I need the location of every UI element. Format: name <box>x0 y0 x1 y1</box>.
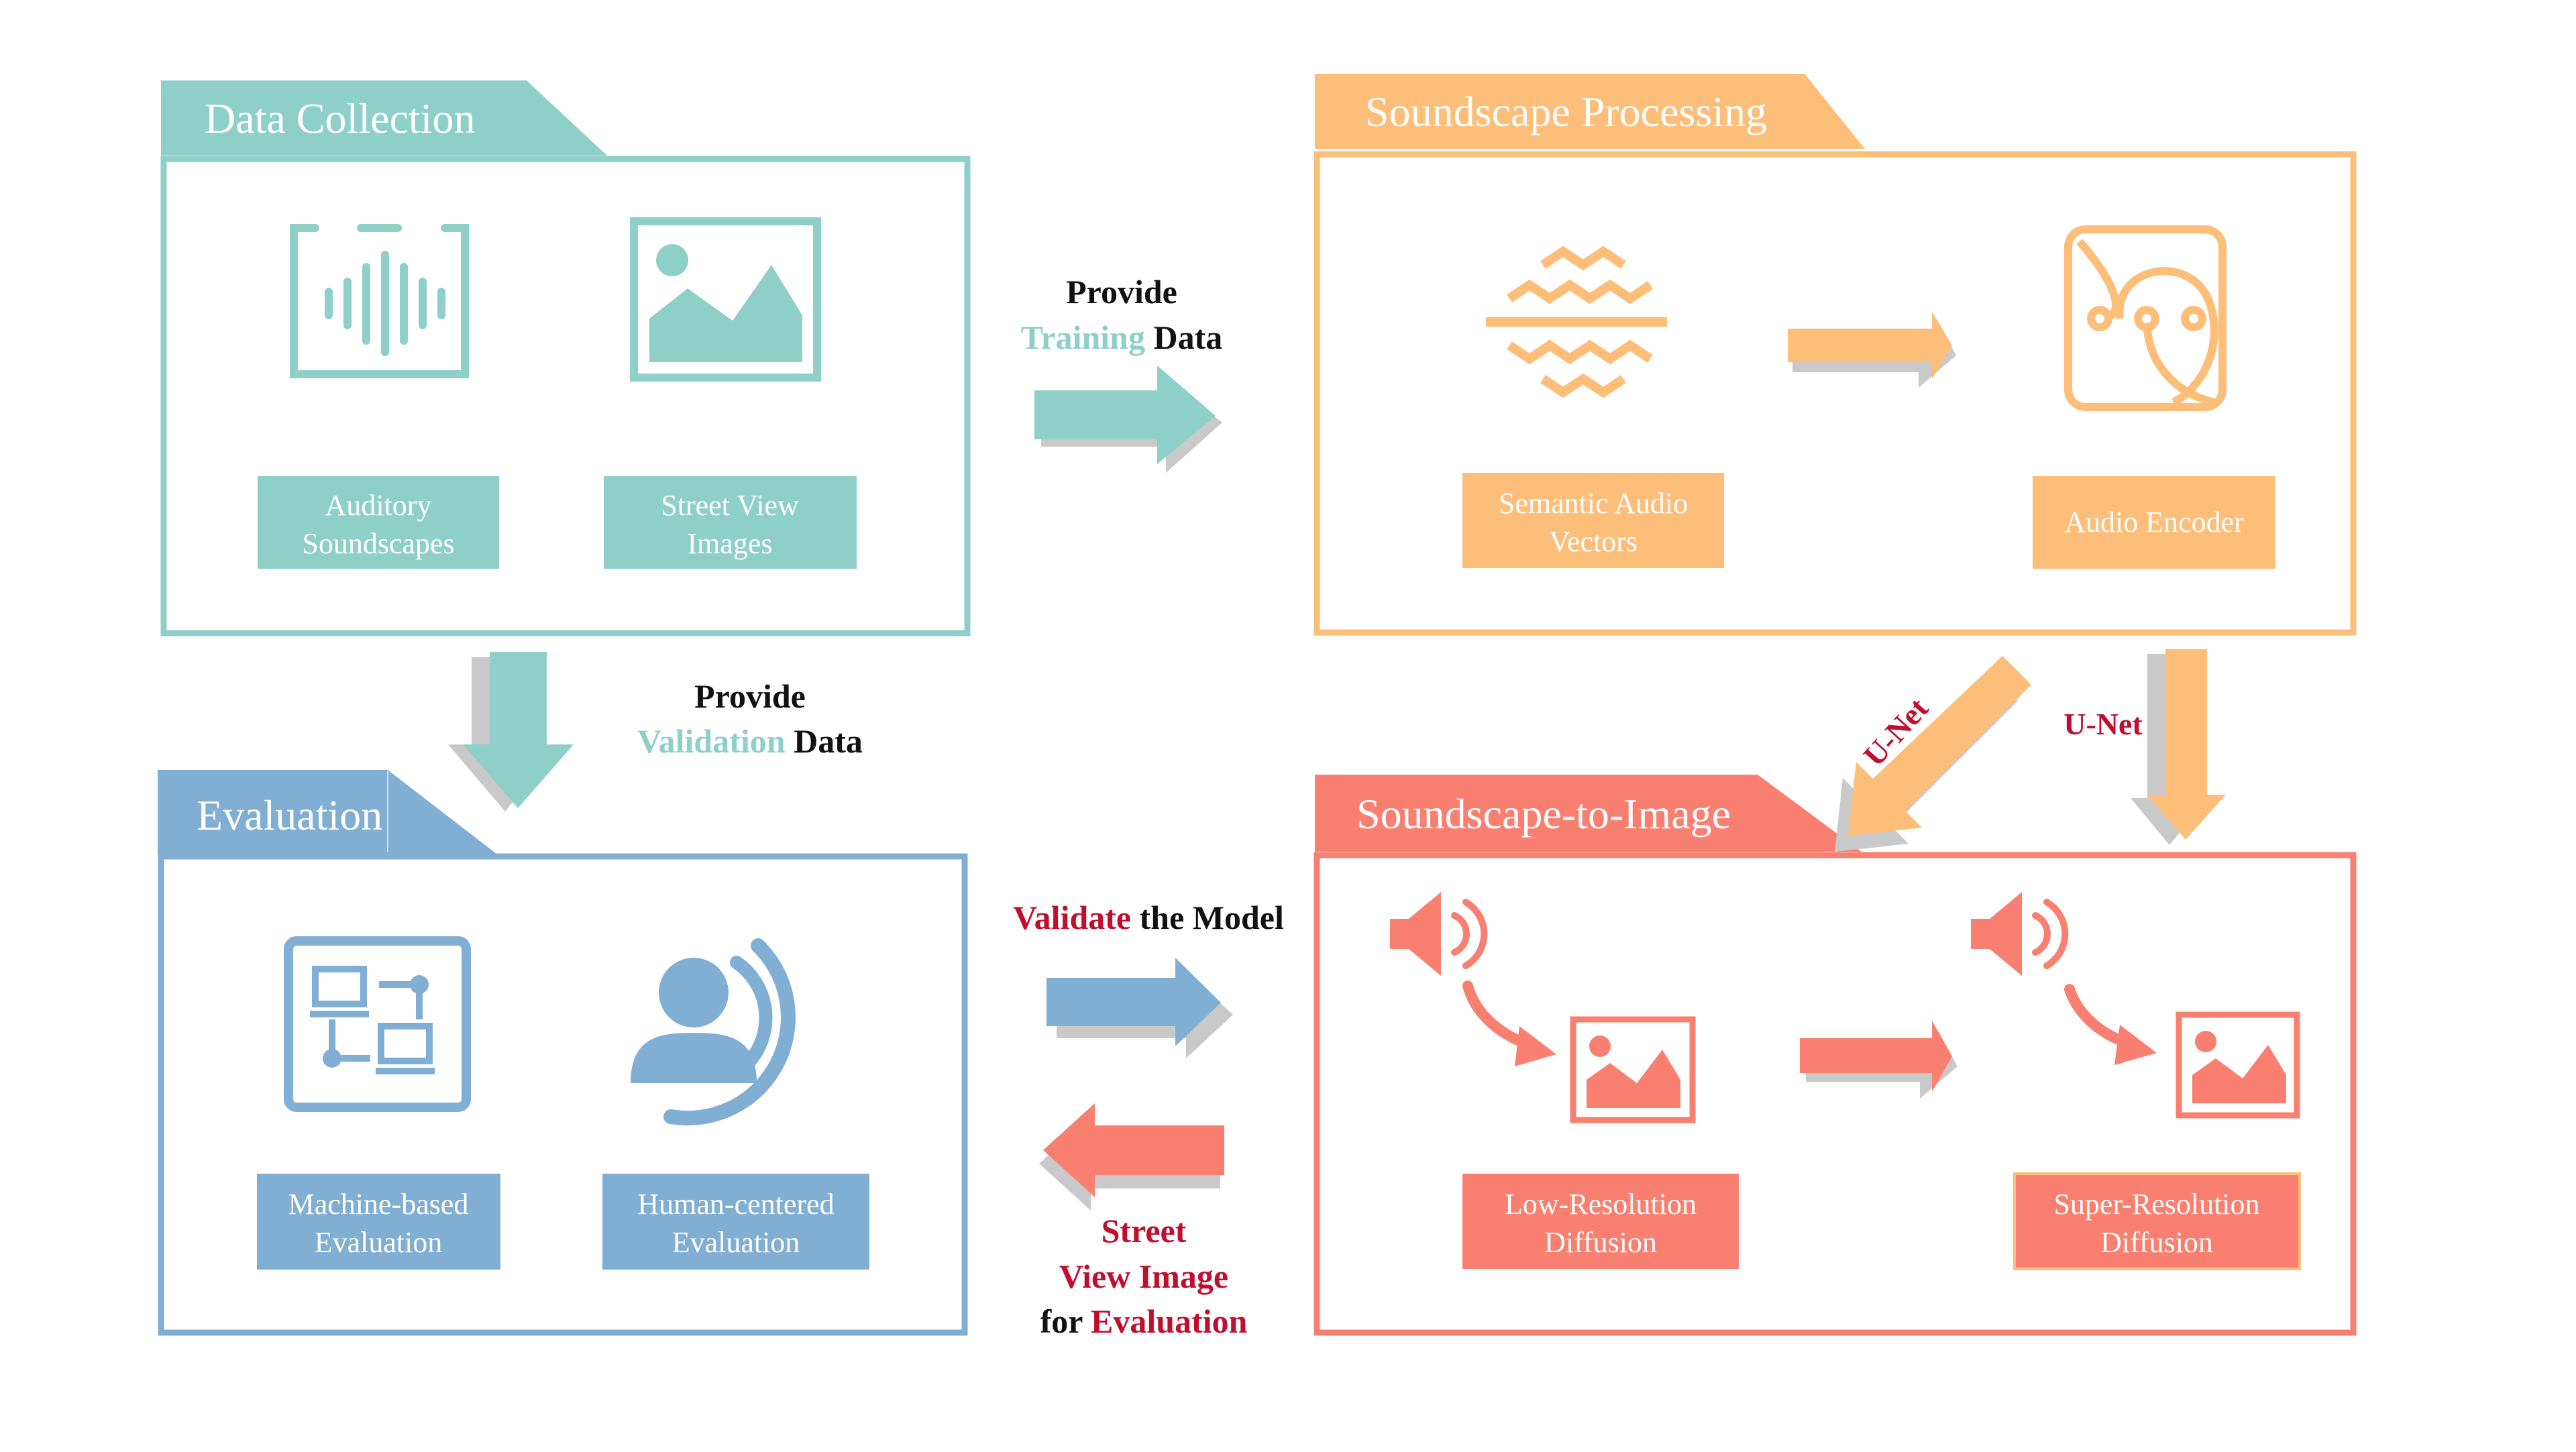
connector-return-plain: for <box>1040 1302 1091 1340</box>
connector-validation-line2: Validation Data <box>637 722 863 760</box>
signal-waves-icon <box>1486 245 1667 398</box>
arrow-unet-vertical <box>2131 649 2226 845</box>
image-icon <box>630 217 821 382</box>
neural-network-icon <box>2064 225 2226 411</box>
connector-return-line3: for Evaluation <box>1040 1302 1248 1340</box>
label-street-view-line1: Street View <box>661 489 799 522</box>
label-super-res-line2: Diffusion <box>2100 1226 2213 1259</box>
panel-tab <box>1315 775 1862 852</box>
connector-return-line2: View Image <box>1059 1258 1228 1295</box>
label-box-street-view-images <box>604 476 857 569</box>
connector-training-keyword: Training <box>1021 319 1145 356</box>
panel-soundscape-processing: Soundscape Processing Semantic Audio Vec <box>1313 74 2357 636</box>
label-human-line1: Human-centered <box>637 1188 834 1221</box>
label-semantic-line2: Vectors <box>1549 525 1638 558</box>
panel-tab <box>1315 74 1865 149</box>
panel-frame <box>1313 151 2357 636</box>
label-audio-encoder: Audio Encoder <box>2064 506 2244 539</box>
label-box-human-centered-evaluation <box>602 1174 869 1270</box>
image-icon <box>2176 1011 2300 1119</box>
panel-frame <box>158 853 968 1336</box>
label-box-audio-encoder <box>2033 476 2275 569</box>
speaker-icon <box>1390 892 1488 976</box>
arrow-provide-training-data <box>1034 366 1222 473</box>
panel-evaluation: Evaluation Machine-based Evaluation Hum <box>158 770 968 1336</box>
connector-unet-right: U-Net <box>2063 707 2143 741</box>
panel-title: Data Collection <box>205 95 475 142</box>
label-box-machine-based-evaluation <box>257 1174 500 1270</box>
connector-validate-keyword: Validate <box>1013 899 1131 936</box>
arrow-provide-validation-data <box>448 652 574 812</box>
arrow-street-view-for-evaluation <box>1039 1103 1224 1211</box>
speaker-to-image-icon <box>1390 892 1696 1123</box>
connector-validation-keyword: Validation <box>637 722 786 760</box>
image-icon <box>1570 1016 1696 1123</box>
label-semantic-line1: Semantic Audio <box>1499 487 1688 520</box>
panel-title: Soundscape-to-Image <box>1356 790 1731 838</box>
panel-data-collection: Data Collection Auditory Soundscapes Str… <box>160 80 971 636</box>
panel-tab <box>161 80 607 156</box>
label-auditory-line2: Soundscapes <box>302 527 454 560</box>
speaker-icon <box>1971 892 2069 976</box>
label-super-res-line1: Super-Resolution <box>2053 1188 2259 1221</box>
arrow-low-to-super <box>1800 1021 1957 1099</box>
label-box-semantic-audio-vectors <box>1462 473 1724 568</box>
label-box-super-resolution-diffusion <box>2013 1172 2301 1270</box>
connector-training-line1: Provide <box>1066 273 1177 311</box>
computer-network-icon <box>284 936 471 1112</box>
panel-frame <box>1313 852 2357 1336</box>
label-machine-line1: Machine-based <box>288 1188 469 1221</box>
connector-training-rest: Data <box>1145 319 1222 356</box>
connector-training-line2: Training Data <box>1021 319 1223 356</box>
label-low-res-line2: Diffusion <box>1544 1226 1657 1259</box>
arrow-validate-the-model <box>1046 958 1233 1058</box>
label-low-res-line1: Low-Resolution <box>1505 1188 1697 1221</box>
connector-return-keyword: Evaluation <box>1091 1302 1248 1340</box>
label-machine-line2: Evaluation <box>315 1226 443 1259</box>
connector-validate-model: Validate the Model <box>1013 899 1284 936</box>
connector-validation-line1: Provide <box>694 677 806 715</box>
arrow-unet-diagonal <box>1835 656 2031 852</box>
user-listening-icon <box>631 938 796 1126</box>
arrow-vectors-to-encoder <box>1788 312 1956 388</box>
label-auditory-line1: Auditory <box>325 489 432 522</box>
label-street-view-line2: Images <box>687 527 772 560</box>
panel-title: Evaluation <box>197 791 382 839</box>
connector-validation-rest: Data <box>786 722 863 760</box>
connector-validate-rest: the Model <box>1131 899 1284 936</box>
label-box-auditory-soundscapes <box>258 476 499 569</box>
connector-return-line1: Street <box>1102 1212 1187 1249</box>
panel-tab <box>158 770 496 854</box>
panel-soundscape-to-image: Soundscape-to-Image <box>1313 775 2357 1336</box>
speaker-to-image-icon-2 <box>1971 892 2300 1119</box>
label-human-line2: Evaluation <box>672 1226 800 1259</box>
label-box-low-resolution-diffusion <box>1462 1174 1739 1269</box>
waveform-icon <box>290 224 469 378</box>
panel-title: Soundscape Processing <box>1365 88 1767 135</box>
panel-frame <box>160 156 971 636</box>
